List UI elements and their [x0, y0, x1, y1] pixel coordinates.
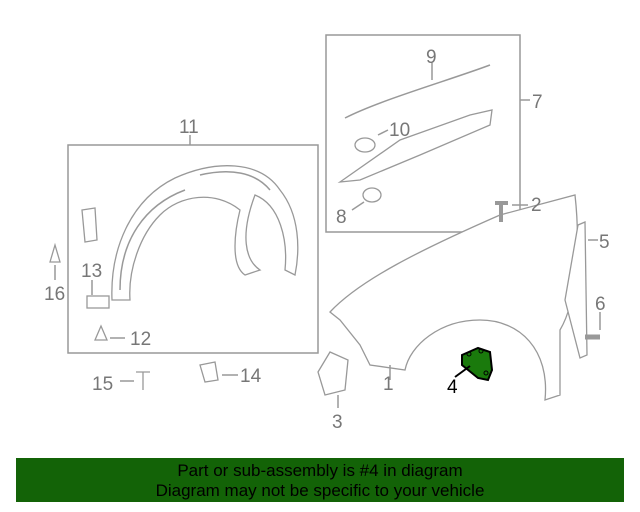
callout-7: 7 — [532, 92, 543, 113]
banner-line-2: Diagram may not be specific to your vehi… — [155, 481, 485, 500]
callout-9: 9 — [426, 47, 437, 68]
callout-8: 8 — [336, 207, 347, 228]
molding-group-box — [325, 34, 521, 233]
bracket-part[interactable] — [81, 207, 98, 243]
bolt-15-part[interactable] — [136, 371, 150, 390]
callout-11: 11 — [179, 117, 199, 138]
clip-14-part[interactable] — [199, 361, 219, 383]
callout-3: 3 — [332, 412, 343, 433]
inner-fender-group-box — [67, 144, 319, 354]
callout-2: 2 — [531, 195, 542, 216]
clip-16-part[interactable] — [49, 242, 61, 263]
callout-5: 5 — [599, 232, 610, 253]
bracket-3-part[interactable] — [317, 351, 349, 396]
banner-line-1: Part or sub-assembly is #4 in diagram — [177, 461, 463, 480]
callout-13: 13 — [81, 261, 102, 282]
fender-part[interactable] — [329, 194, 578, 401]
clip-12-part[interactable] — [94, 324, 108, 341]
callout-12: 12 — [130, 329, 151, 350]
fender-liner-part[interactable] — [111, 165, 299, 301]
molding-9-part[interactable] — [344, 64, 491, 119]
bracket-5-part[interactable] — [564, 221, 588, 359]
callout-1: 1 — [383, 374, 394, 395]
clip-10-part[interactable] — [354, 137, 376, 153]
callout-16: 16 — [44, 284, 65, 305]
info-banner: Part or sub-assembly is #4 in diagram Di… — [16, 458, 624, 502]
seal-7-part[interactable] — [337, 109, 493, 183]
callout-4: 4 — [447, 377, 458, 398]
callout-15: 15 — [92, 374, 113, 395]
bolt-2-part[interactable] — [495, 201, 508, 222]
clip-8-part[interactable] — [362, 187, 382, 203]
bracket-4-part-highlighted[interactable] — [454, 346, 494, 382]
callout-10: 10 — [389, 120, 410, 141]
callout-14: 14 — [240, 366, 262, 387]
clip-13-part[interactable] — [86, 295, 110, 309]
callout-6: 6 — [595, 294, 606, 315]
